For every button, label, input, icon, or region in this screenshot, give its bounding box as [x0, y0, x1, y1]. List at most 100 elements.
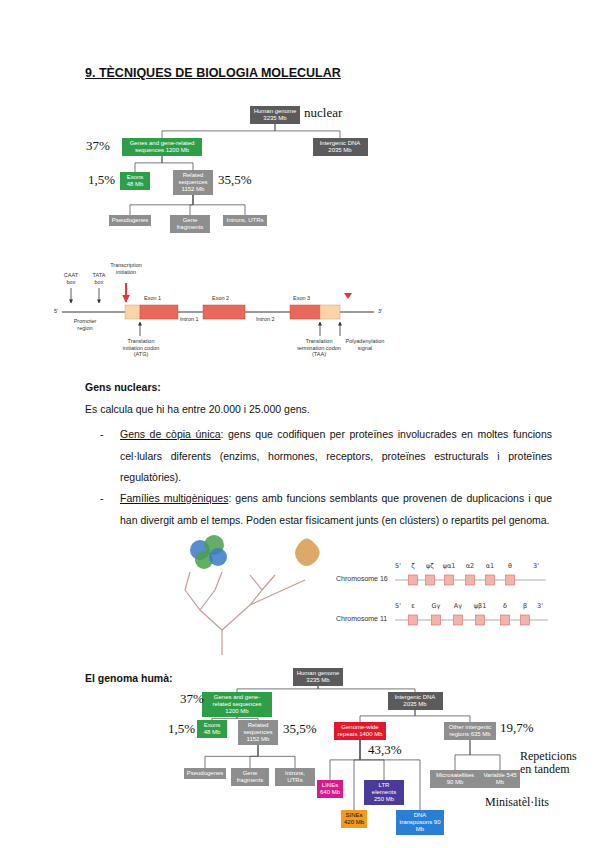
text-label: Chromosome 16	[336, 575, 388, 583]
box-text: Intergenic DNA 2035 Mb	[316, 140, 365, 154]
box-text: Human genome 3235 Mb	[253, 108, 297, 122]
text-label: Chromosome 11	[336, 615, 387, 623]
box-text: Intergenic DNA 2035 Mb	[391, 694, 440, 708]
box: Genes and gene-related sequences 1200 Mb	[202, 692, 272, 717]
box-text: Gene fragments	[173, 217, 207, 231]
text-label: -	[100, 488, 104, 510]
tree-connector	[250, 745, 258, 768]
box-text: Genome-wide repeats 1400 Mb	[337, 724, 383, 738]
box: SINEs 420 Mb	[341, 810, 367, 828]
text-label: Intron 2	[256, 316, 275, 323]
text-label: -	[100, 424, 104, 446]
box-text: Microsatellites 90 Mb	[433, 772, 477, 786]
text-label: α2	[466, 563, 474, 570]
box-text: Gene fragments	[234, 770, 266, 784]
box: Pseudogenes	[109, 215, 152, 226]
text-label: ψβ1	[474, 603, 487, 610]
text-label: δ	[503, 603, 507, 610]
tree-connector	[275, 124, 340, 138]
page-title: 9. TÈCNIQUES DE BIOLOGIA MOLECULAR	[85, 66, 341, 80]
paragraph-text: Famílies multigèniques	[120, 492, 228, 504]
text-label: Polyadenylation signal	[343, 338, 387, 351]
tree-connector	[130, 195, 193, 215]
box: Intergenic DNA 2035 Mb	[388, 692, 443, 710]
tree-connector	[360, 740, 420, 810]
box: Genome-wide repeats 1400 Mb	[334, 722, 386, 740]
tree-connector	[354, 740, 360, 810]
text-label: Gens nuclears:	[85, 377, 161, 399]
text-label: Repeticions en tandem	[520, 750, 588, 776]
tree-connector	[162, 156, 193, 170]
box-text: Exons 48 Mb	[200, 722, 224, 736]
box: Variable 545 Mb	[480, 770, 520, 788]
text-label: Translation initiation codon (ATG)	[119, 338, 163, 358]
box-text: Human genome 3235 Mb	[296, 670, 340, 684]
text-label: nuclear	[304, 106, 342, 120]
text-label: θ	[508, 563, 512, 570]
text-label: 5'	[395, 563, 401, 570]
box-text: Genes and gene-related sequences 1200 Mb	[205, 694, 269, 715]
text-label: CAAT box	[60, 272, 82, 285]
text-label: Translation termination codon (TAA)	[297, 338, 341, 358]
box: DNA transposons 90 Mb	[396, 810, 444, 835]
tree-connector	[162, 124, 275, 138]
box: LINEs 640 Mb	[317, 780, 343, 798]
box: Exons 48 Mb	[120, 172, 150, 190]
box: Other intergenic regions 635 Mb	[444, 722, 496, 740]
tree-connector	[455, 740, 470, 770]
box: Genes and gene-related sequences 1200 Mb	[122, 138, 202, 156]
box-text: LINEs 640 Mb	[320, 782, 340, 796]
box-text: Exons 48 Mb	[123, 174, 147, 188]
box: Exons 48 Mb	[197, 720, 227, 738]
tree-connector	[258, 745, 295, 768]
box-text: Introns, UTRs	[278, 770, 312, 784]
text-label: El genoma humà:	[85, 668, 173, 690]
box-text: Pseudogenes	[112, 217, 149, 224]
box: Microsatellites 90 Mb	[430, 770, 480, 788]
box: Introns, UTRs	[223, 215, 266, 226]
text-label: ε	[411, 603, 415, 610]
tree-connector	[205, 745, 258, 768]
text-label: 19,7%	[500, 721, 534, 735]
text-label: ζ	[411, 563, 415, 570]
text-label: 35,5%	[218, 173, 252, 187]
box: Related sequences 1152 Mb	[173, 170, 213, 195]
text-label: 3'	[378, 308, 382, 315]
text-label: ψα1	[443, 563, 456, 570]
box-text: Variable 545 Mb	[483, 772, 517, 786]
box: Human genome 3235 Mb	[250, 106, 300, 124]
text-label: 37%	[180, 692, 204, 706]
tree-connector	[193, 195, 245, 215]
text-label: β	[523, 603, 527, 610]
text-label: Promoter region	[68, 318, 102, 331]
bullet-paragraph: Famílies multigèniques: gens amb funcion…	[120, 488, 552, 531]
text-label: 5'	[395, 603, 401, 610]
box: Gene fragments	[231, 768, 269, 786]
text-label: Minisatèl·lits	[485, 796, 549, 809]
tree-connector	[470, 740, 500, 770]
tree-connector	[360, 710, 415, 722]
box: LTR elements 250 Mb	[364, 780, 404, 805]
tree-connector	[190, 195, 193, 215]
text-label: Intron 1	[180, 316, 199, 323]
text-label: Transcription initiation	[104, 262, 148, 275]
bullet-paragraph: Gens de còpia única: gens que codifiquen…	[120, 424, 552, 489]
tree-connector	[415, 710, 470, 722]
text-label: α1	[486, 563, 494, 570]
text-label: 35,5%	[283, 722, 317, 736]
text-label: ψζ	[426, 563, 434, 570]
box-text: DNA transposons 90 Mb	[399, 812, 441, 833]
box: Pseudogenes	[184, 768, 227, 779]
text-label: 3'	[533, 563, 539, 570]
text-label: Exon 3	[293, 295, 310, 302]
box: Introns, UTRs	[275, 768, 315, 786]
text-label: 37%	[86, 139, 110, 153]
box: Human genome 3235 Mb	[293, 668, 343, 686]
text-label: Aγ	[454, 603, 462, 610]
box-text: Introns, UTRs	[226, 217, 263, 224]
box: Related sequences 1152 Mb	[238, 720, 278, 745]
text-label: TATA box	[88, 272, 110, 285]
box-text: Genes and gene-related sequences 1200 Mb	[125, 140, 199, 154]
box-text: Related sequences 1152 Mb	[241, 722, 275, 743]
